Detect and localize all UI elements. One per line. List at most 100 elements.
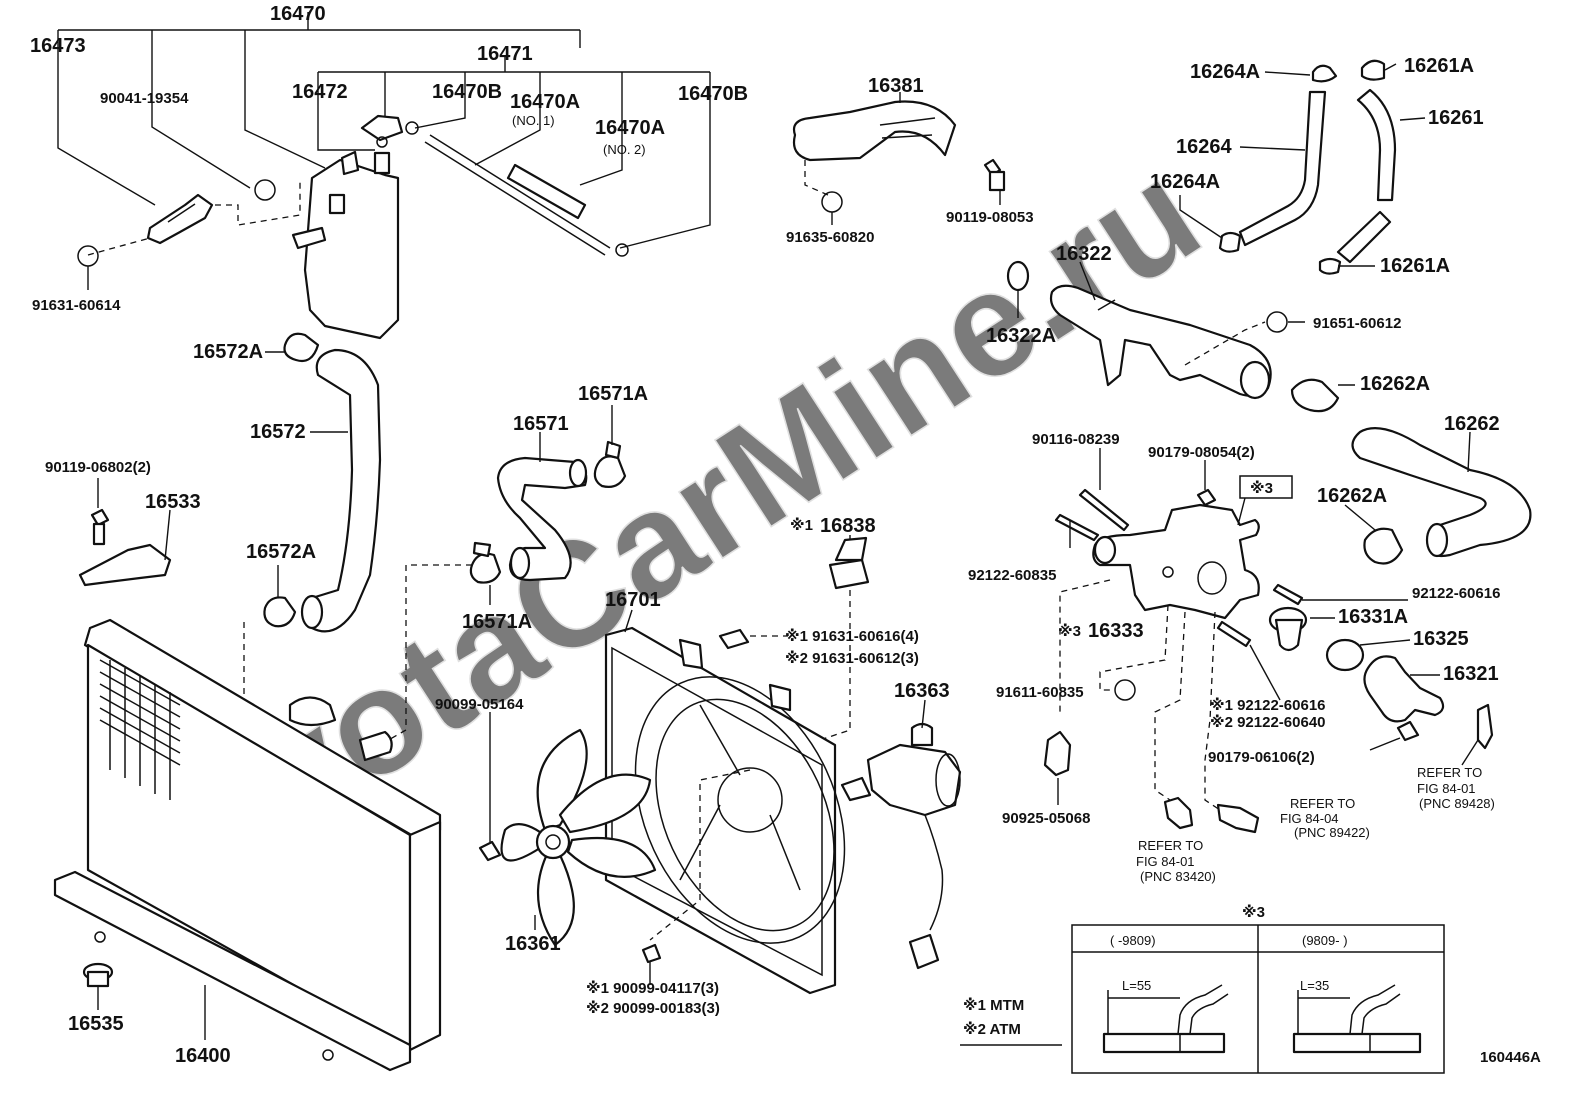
clamp-16262A xyxy=(1290,378,1340,413)
label-16264A-a: 16264A xyxy=(1190,61,1260,83)
label-91611-60835: 91611-60835 xyxy=(996,684,1084,701)
label-16264A-b: 16264A xyxy=(1150,171,1220,193)
hose-clamp-16264A xyxy=(1311,64,1338,83)
label-16571A-b: 16571A xyxy=(462,611,532,633)
table-cell-before-drawing: L=55 xyxy=(1102,978,1229,1054)
label-91651-60612: 91651-60612 xyxy=(1313,315,1401,332)
label-90116-08239: 90116-08239 xyxy=(1032,431,1120,448)
label-90099-05164: 90099-05164 xyxy=(435,696,524,713)
bolt-90179-06106 xyxy=(1396,720,1420,742)
refer-89422-line3: (PNC 89422) xyxy=(1294,825,1370,840)
radiator-cap xyxy=(288,696,337,727)
clamp-16264A-lower xyxy=(1218,231,1242,253)
sensor-89422 xyxy=(1216,803,1260,834)
label-92122-60640-note2: ※2 92122-60640 xyxy=(1210,713,1326,731)
label-16571A-a: 16571A xyxy=(578,383,648,405)
fan-relay-16838 xyxy=(828,536,870,590)
hose-16262-group: 16262 16262A xyxy=(1317,413,1532,565)
refer-89428-line3: (PNC 89428) xyxy=(1419,796,1495,811)
label-16261A-b: 16261A xyxy=(1380,255,1450,277)
label-16361: 16361 xyxy=(505,933,561,955)
tank-window xyxy=(328,193,346,215)
table-title-mark: ※3 xyxy=(1242,903,1265,921)
hose-16261 xyxy=(1356,88,1397,202)
reservoir-bracket xyxy=(146,193,214,245)
nut-90179-08054 xyxy=(1196,488,1217,507)
fan-16361 xyxy=(500,728,657,947)
label-91635-60820: 91635-60820 xyxy=(786,229,874,246)
outlet-16381-group: 16381 90119-08053 91635-60820 xyxy=(786,75,1034,246)
label-92122-60616: 92122-60616 xyxy=(1412,585,1500,602)
radiator-fins xyxy=(99,659,181,800)
note-box-3 xyxy=(1239,475,1293,499)
refer-83420-line3: (PNC 83420) xyxy=(1140,869,1216,884)
label-16470B-b: 16470B xyxy=(678,83,748,105)
label-16473: 16473 xyxy=(30,35,86,57)
label-90099-00183: ※2 90099-00183(3) xyxy=(586,999,720,1017)
label-16400: 16400 xyxy=(175,1045,231,1067)
reservoir-hose xyxy=(506,163,587,220)
figure-code: 160446A xyxy=(1480,1049,1541,1066)
bolt-90119-08053 xyxy=(983,158,1006,192)
table-l55: L=55 xyxy=(1122,978,1151,993)
sender-83420 xyxy=(1163,796,1194,830)
bolt-91631-60616 xyxy=(718,628,750,650)
label-3-box: ※3 xyxy=(1250,479,1273,497)
stud-92122-60616-b xyxy=(1216,620,1252,648)
water-inlet-pipe-group: 16322 16322A 91651-60612 16262A xyxy=(986,243,1430,413)
label-16470A-no1: 16470A xyxy=(510,91,580,113)
heater-hose-group: 16264A 16261A 16264 16261 16264A 16261A xyxy=(1150,55,1484,277)
label-16333: 16333 xyxy=(1088,620,1144,642)
reservoir-tank-group: 16470 16473 16471 90041-19354 16472 1647… xyxy=(30,3,748,340)
radiator-hose-16262 xyxy=(1351,427,1532,558)
reservoir-cap xyxy=(360,114,404,142)
hose-16261-lower xyxy=(1336,210,1392,264)
clamp-16262A-b xyxy=(1363,527,1404,565)
label-92122-60616-note1: ※1 92122-60616 xyxy=(1210,696,1326,714)
label-16470B: 16470B xyxy=(432,81,502,103)
screw-90099-04117 xyxy=(641,943,662,964)
drain-plug-16535 xyxy=(82,962,114,988)
nut-90099-05164 xyxy=(478,840,502,862)
label-16838-mark: ※1 xyxy=(790,516,813,534)
label-90099-04117: ※1 90099-04117(3) xyxy=(586,979,719,997)
table-col-after: (9809- ) xyxy=(1302,933,1348,948)
hose-16264 xyxy=(1238,90,1327,247)
stud-92122-60835 xyxy=(1054,513,1100,542)
clamp-16571A-b xyxy=(469,552,502,584)
label-91631-60616: ※1 91631-60616(4) xyxy=(785,627,919,645)
fan-group: ※1 16838 16701 ※1 91631-60616(4) ※2 9163… xyxy=(435,515,962,1017)
label-16572: 16572 xyxy=(250,421,306,443)
legend-mtm: ※1 MTM xyxy=(963,996,1024,1014)
note-3-table: ※3 ( -9809) (9809- ) L=55 L=35 xyxy=(1071,903,1445,1074)
label-16333-mark: ※3 xyxy=(1058,622,1081,640)
stud-92122-60616 xyxy=(1272,583,1304,606)
label-16471: 16471 xyxy=(477,43,533,65)
label-16472: 16472 xyxy=(292,81,348,103)
o-ring-16322A xyxy=(1006,260,1030,292)
label-16331A: 16331A xyxy=(1338,606,1408,628)
gasket-16325 xyxy=(1325,638,1365,672)
label-16363: 16363 xyxy=(894,680,950,702)
label-16533: 16533 xyxy=(145,491,201,513)
label-16572A-b: 16572A xyxy=(246,541,316,563)
label-16701: 16701 xyxy=(605,589,661,611)
clamp-16571A-a xyxy=(593,455,627,488)
thermostat xyxy=(1268,606,1308,652)
refer-89428-line2: FIG 84-01 xyxy=(1417,781,1476,796)
table-cell-after-drawing: L=35 xyxy=(1292,978,1422,1054)
label-90041-19354: 90041-19354 xyxy=(100,90,189,107)
label-16535: 16535 xyxy=(68,1013,124,1035)
radiator-support xyxy=(78,543,172,587)
radiator-support-group: 90119-06802(2) 16533 xyxy=(45,459,201,587)
clamp-16572A-b xyxy=(263,596,297,628)
label-16262: 16262 xyxy=(1444,413,1500,435)
label-16321: 16321 xyxy=(1443,663,1499,685)
label-16325: 16325 xyxy=(1413,628,1469,650)
label-90119-08053: 90119-08053 xyxy=(946,209,1034,226)
label-16322: 16322 xyxy=(1056,243,1112,265)
refer-83420-line1: REFER TO xyxy=(1138,838,1203,853)
switch-90925-05068 xyxy=(1043,730,1072,777)
radiator-hose-group: 16572A 16572 16572A 16571 16571A 16571A xyxy=(193,332,648,746)
